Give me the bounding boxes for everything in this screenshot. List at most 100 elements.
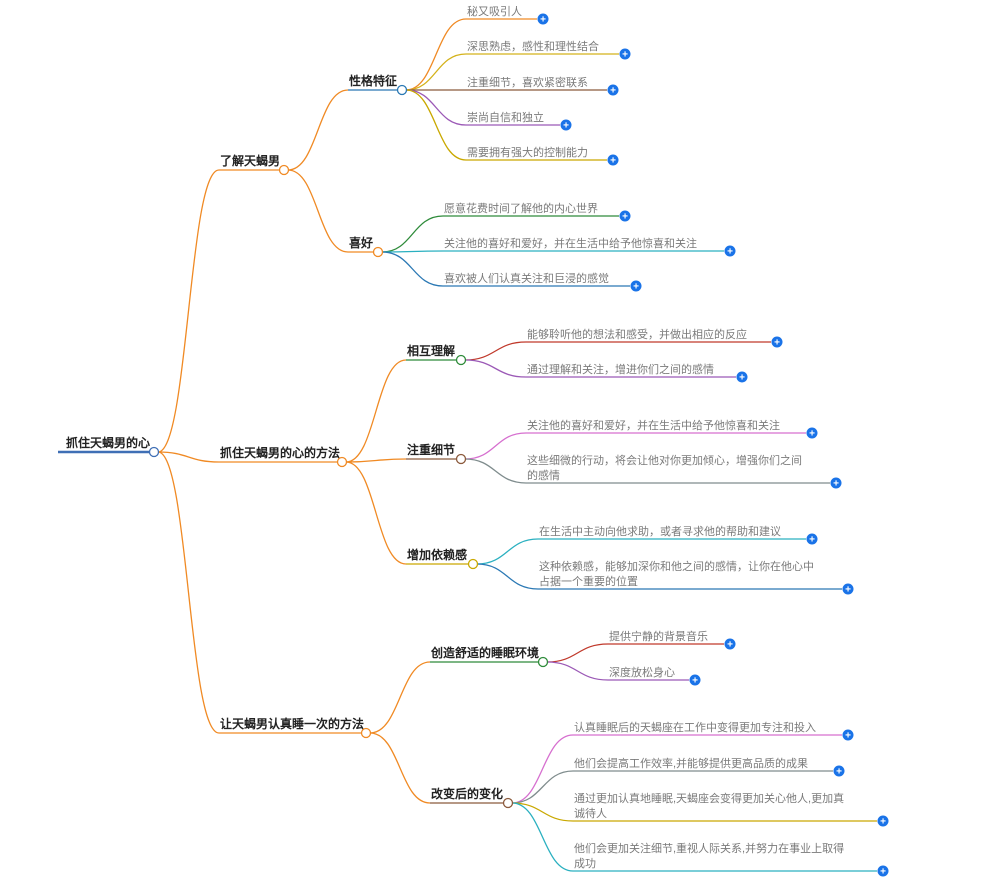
svg-text:+: + (845, 731, 851, 742)
edge-sub-3-2-to-leaf-3 (511, 802, 574, 822)
leaf-3-2-2-expand-icon[interactable]: + (833, 765, 845, 778)
branch-1-collapse-toggle[interactable] (278, 164, 290, 176)
edge-sub-1-2-to-leaf-3 (381, 251, 444, 287)
leaf-3-2-4-expand-icon[interactable]: + (877, 865, 889, 878)
leaf-2-2-2-expand-icon[interactable]: + (830, 477, 842, 490)
leaf-2-2-1-expand-icon[interactable]: + (806, 427, 818, 440)
leaf-1-1-2-text: 深思熟虑，感性和理性结合 (467, 39, 599, 53)
leaf-1-2-3-expand-icon[interactable]: + (630, 280, 642, 293)
edges-layer (58, 18, 877, 872)
leaf-1-2-2-text: 关注他的喜好和爱好，并在生活中给予他惊喜和关注 (444, 236, 697, 250)
subtopic-2-2: 注重细节 (407, 442, 455, 457)
root-collapse-toggle[interactable] (148, 446, 160, 458)
leaf-2-1-1-expand-icon[interactable]: + (771, 336, 783, 349)
edge-sub-1-1-to-leaf-1 (405, 18, 467, 91)
edge-sub-2-2-to-leaf-2 (464, 458, 527, 484)
subtopic-3-2: 改变后的变化 (431, 786, 503, 801)
leaf-2-1-1-text: 能够聆听他的想法和感受，并做出相应的反应 (527, 327, 747, 341)
svg-text:+: + (739, 373, 745, 384)
subtopic-2-3-collapse-toggle[interactable] (467, 558, 479, 570)
svg-text:+: + (774, 338, 780, 349)
nodes-layer: 抓住天蝎男的心了解天蝎男性格特征秘又吸引人+深思熟虑，感性和理性结合+注重细节，… (66, 4, 889, 878)
leaf-3-1-1-text: 提供宁静的背景音乐 (609, 629, 708, 643)
svg-text:+: + (880, 867, 886, 878)
edge-sub-3-1-to-leaf-1 (546, 643, 609, 663)
subtopic-1-2: 喜好 (349, 235, 373, 250)
svg-text:+: + (727, 640, 733, 651)
svg-text:+: + (633, 282, 639, 293)
subtopic-2-1-collapse-toggle[interactable] (455, 354, 467, 366)
edge-branch-2-to-sub-3 (345, 461, 407, 565)
leaf-1-2-1-expand-icon[interactable]: + (619, 210, 631, 223)
edge-sub-1-1-to-leaf-4 (405, 89, 467, 126)
edge-sub-3-2-to-leaf-4 (511, 802, 574, 872)
leaf-3-1-2-expand-icon[interactable]: + (689, 674, 701, 687)
leaf-3-2-1-expand-icon[interactable]: + (842, 729, 854, 742)
edge-sub-2-1-to-leaf-1 (464, 341, 527, 361)
branch-2-collapse-toggle[interactable] (336, 456, 348, 468)
leaf-1-1-1-text: 秘又吸引人 (467, 4, 522, 18)
subtopic-1-1-collapse-toggle[interactable] (396, 84, 408, 96)
edge-sub-2-1-to-leaf-2 (464, 359, 527, 378)
leaf-2-3-1-expand-icon[interactable]: + (806, 533, 818, 546)
edge-sub-2-3-to-leaf-1 (476, 538, 539, 565)
edge-sub-3-2-to-leaf-2 (511, 770, 574, 804)
edge-root-to-branch-1 (157, 169, 220, 453)
svg-text:+: + (845, 585, 851, 596)
leaf-2-2-2-text: 的感情 (527, 468, 560, 482)
edge-sub-1-1-to-leaf-5 (405, 89, 467, 161)
branch-1-topic: 了解天蝎男 (220, 153, 280, 168)
svg-text:+: + (540, 15, 546, 26)
leaf-3-2-4-text: 他们会更加关注细节,重视人际关系,并努力在事业上取得 (574, 841, 844, 855)
branch-3-topic: 让天蝎男认真睡一次的方法 (220, 716, 364, 731)
leaf-3-2-3-expand-icon[interactable]: + (877, 815, 889, 828)
edge-branch-2-to-sub-1 (345, 359, 407, 463)
edge-sub-3-1-to-leaf-2 (546, 661, 609, 681)
subtopic-3-1: 创造舒适的睡眠环境 (430, 645, 539, 660)
subtopic-2-1: 相互理解 (407, 343, 455, 358)
leaf-1-1-2-expand-icon[interactable]: + (619, 48, 631, 61)
svg-text:+: + (622, 212, 628, 223)
svg-text:+: + (836, 767, 842, 778)
leaf-3-2-3-text: 通过更加认真地睡眠,天蝎座会变得更加关心他人,更加真 (574, 791, 844, 805)
leaf-1-1-4-expand-icon[interactable]: + (560, 119, 572, 132)
edge-branch-1-to-sub-2 (287, 169, 349, 253)
svg-text:+: + (622, 50, 628, 61)
svg-text:+: + (727, 247, 733, 258)
edge-sub-2-3-to-leaf-2 (476, 563, 539, 590)
edge-root-to-branch-3 (157, 451, 220, 734)
subtopic-1-1: 性格特征 (348, 73, 397, 88)
leaf-1-1-1-expand-icon[interactable]: + (537, 13, 549, 26)
edge-sub-1-2-to-leaf-2 (381, 250, 444, 253)
leaf-2-1-2-text: 通过理解和关注，增进你们之间的感情 (527, 362, 714, 376)
branch-2-topic: 抓住天蝎男的心的方法 (220, 445, 340, 460)
leaf-3-2-1-text: 认真睡眠后的天蝎座在工作中变得更加专注和投入 (574, 720, 816, 734)
svg-text:+: + (610, 156, 616, 167)
edge-sub-1-1-to-leaf-2 (405, 53, 467, 91)
subtopic-2-2-collapse-toggle[interactable] (455, 453, 467, 465)
edge-sub-2-2-to-leaf-1 (464, 432, 527, 460)
edge-sub-1-2-to-leaf-1 (381, 215, 444, 253)
subtopic-3-2-collapse-toggle[interactable] (502, 797, 514, 809)
edge-branch-3-to-sub-1 (369, 661, 431, 734)
subtopic-3-1-collapse-toggle[interactable] (537, 656, 549, 668)
edge-branch-1-to-sub-1 (287, 89, 349, 171)
subtopic-1-2-collapse-toggle[interactable] (372, 246, 384, 258)
svg-text:+: + (692, 676, 698, 687)
svg-text:+: + (610, 86, 616, 97)
leaf-3-1-1-expand-icon[interactable]: + (724, 638, 736, 651)
edge-root-to-branch-2 (157, 451, 220, 463)
edge-branch-2-to-sub-2 (345, 458, 407, 463)
leaf-1-1-4-text: 崇尚自信和独立 (467, 110, 544, 124)
leaf-3-2-3-text: 诚待人 (574, 806, 607, 820)
branch-3-collapse-toggle[interactable] (360, 727, 372, 739)
leaf-2-2-2-text: 这些细微的行动，将会让他对你更加倾心，增强你们之间 (527, 453, 802, 467)
leaf-1-1-5-text: 需要拥有强大的控制能力 (467, 145, 588, 159)
leaf-1-1-3-expand-icon[interactable]: + (607, 84, 619, 97)
svg-text:+: + (880, 817, 886, 828)
leaf-2-3-2-expand-icon[interactable]: + (842, 583, 854, 596)
leaf-1-2-2-expand-icon[interactable]: + (724, 245, 736, 258)
leaf-1-1-5-expand-icon[interactable]: + (607, 154, 619, 167)
leaf-2-1-2-expand-icon[interactable]: + (736, 371, 748, 384)
